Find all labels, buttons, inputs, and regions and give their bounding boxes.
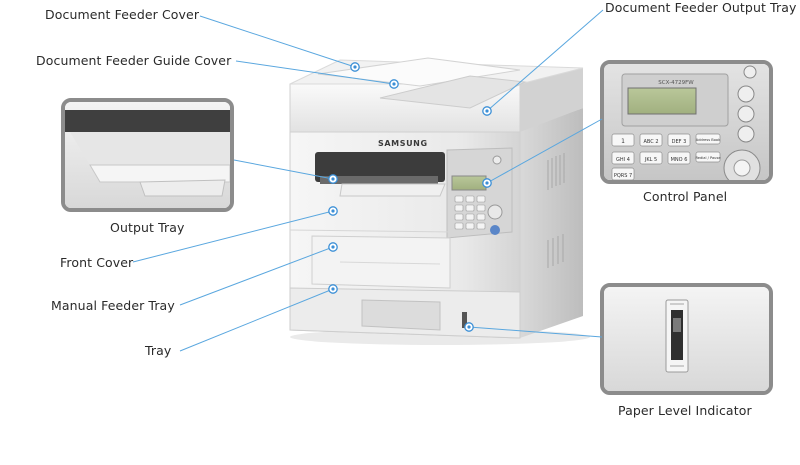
label-control-panel: Control Panel xyxy=(643,189,728,204)
callout-dot-manual-feeder-tray xyxy=(328,242,338,252)
model-label: SCX-4729FW xyxy=(658,80,694,86)
address-book-key: Address Book xyxy=(696,138,721,142)
brand-logo: SAMSUNG xyxy=(378,139,428,148)
callout-dot-paper-level-indicator xyxy=(464,322,474,332)
paper-level-inset xyxy=(600,283,773,395)
label-document-feeder-guide-cover: Document Feeder Guide Cover xyxy=(36,53,232,68)
callout-dot-document-feeder-cover xyxy=(350,62,360,72)
key-6: MNO 6 xyxy=(671,157,688,163)
label-document-feeder-cover: Document Feeder Cover xyxy=(45,7,200,22)
callout-dot-document-feeder-output-tray xyxy=(482,106,492,116)
key-1: 1 xyxy=(621,138,625,145)
key-3: DEF 3 xyxy=(672,139,687,145)
output-tray-inset xyxy=(61,98,234,212)
label-output-tray: Output Tray xyxy=(110,220,185,235)
label-document-feeder-output-tray: Document Feeder Output Tray xyxy=(605,0,797,15)
key-4: GHI 4 xyxy=(616,157,630,163)
label-paper-level-indicator: Paper Level Indicator xyxy=(618,403,752,418)
control-panel-inset: SCX-4729FW 1 ABC 2 DEF 3 GHI 4 JKL 5 MNO… xyxy=(600,60,773,184)
leader-lines xyxy=(132,9,604,352)
redial-pause-key: Redial / Pause xyxy=(695,156,721,160)
label-manual-feeder-tray: Manual Feeder Tray xyxy=(51,298,175,313)
key-7: PQRS 7 xyxy=(614,173,632,179)
callout-dot-tray xyxy=(328,284,338,294)
callout-dot-output-tray xyxy=(328,174,338,184)
callout-dot-front-cover xyxy=(328,206,338,216)
label-tray: Tray xyxy=(145,343,172,358)
key-2: ABC 2 xyxy=(643,139,658,145)
callout-dot-control-panel xyxy=(482,178,492,188)
key-5: JKL 5 xyxy=(644,157,657,163)
printer-body: SAMSUNG xyxy=(289,57,590,345)
callout-dots xyxy=(328,62,492,332)
callout-dot-document-feeder-guide-cover xyxy=(389,79,399,89)
label-front-cover: Front Cover xyxy=(60,255,134,270)
